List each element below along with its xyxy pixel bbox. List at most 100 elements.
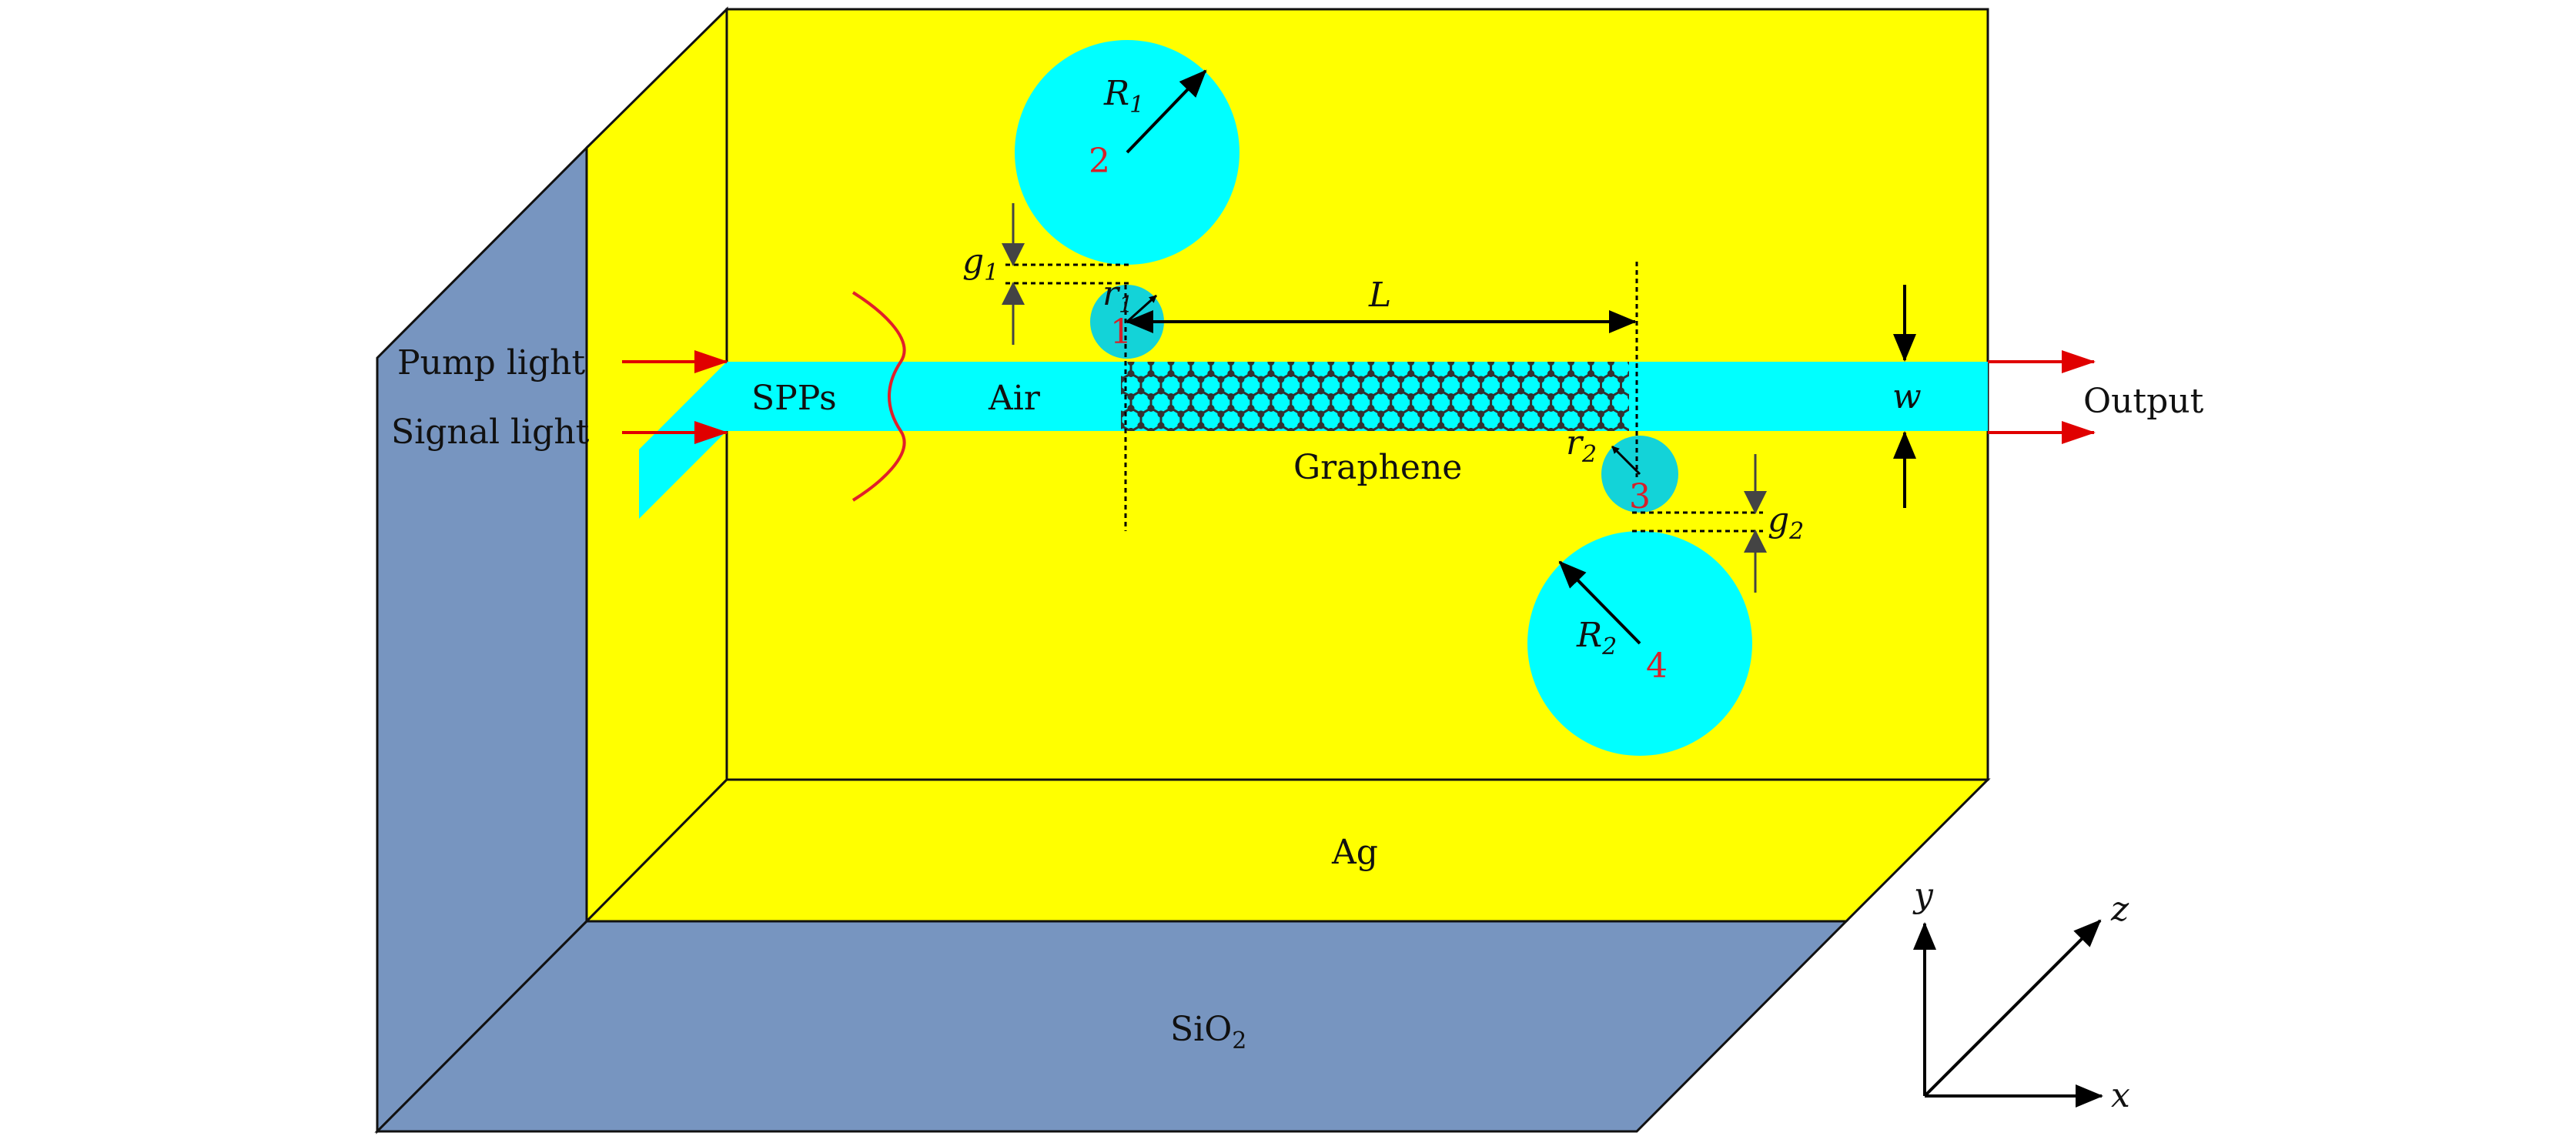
sio2-label-base: SiO [1170, 1010, 1232, 1049]
graphene-atom [1497, 410, 1505, 418]
graphene-atom [1567, 428, 1575, 431]
graphene-atom [1618, 376, 1624, 383]
graphene-atom [1247, 362, 1255, 366]
r1-label-subscript: 1 [1119, 292, 1133, 319]
graphene-atom [1387, 370, 1395, 377]
resonator-number-2: 2 [1089, 142, 1110, 181]
graphene-atom [1327, 362, 1335, 366]
graphene-atom [1197, 410, 1205, 418]
graphene-atom [1367, 405, 1375, 412]
graphene-atom [1467, 428, 1475, 431]
spp-wave-profile [851, 291, 906, 502]
graphene-atom [1337, 422, 1345, 429]
graphene-atom [1447, 393, 1455, 400]
resonator-number-3: 3 [1629, 477, 1651, 516]
graphene-atom [1307, 393, 1315, 400]
graphene-atom [1377, 376, 1385, 383]
graphene-atom [1187, 428, 1195, 431]
graphene-lattice [1121, 362, 1629, 431]
graphene-atom [1157, 376, 1165, 383]
graphene-atom [1618, 387, 1624, 395]
graphene-atom [1557, 376, 1565, 383]
graphene-atom [1577, 422, 1585, 429]
r2-arrow [1611, 445, 1641, 476]
graphene-atom [1307, 428, 1315, 431]
graphene-atom [1557, 422, 1565, 429]
graphene-atom [1447, 362, 1455, 366]
g2-label: g2 [1768, 500, 1804, 545]
graphene-atom [1187, 362, 1195, 366]
graphene-atom [1437, 422, 1445, 429]
graphene-atom [1607, 428, 1614, 431]
graphene-atom [1121, 376, 1125, 383]
graphene-atom [1357, 376, 1365, 383]
graphene-atom [1337, 376, 1345, 383]
graphene-atom [1367, 393, 1375, 400]
graphene-atom [1217, 422, 1225, 429]
graphene-atom [1297, 376, 1305, 383]
graphene-atom [1567, 370, 1575, 377]
graphene-atom [1227, 405, 1235, 412]
graphene-atom [1147, 362, 1155, 366]
graphene-atom [1121, 387, 1125, 395]
graphene-atom [1237, 387, 1245, 395]
graphene-atom [1127, 405, 1135, 412]
graphene-atom [1217, 410, 1225, 418]
graphene-atom [1247, 428, 1255, 431]
graphene-atom [1407, 428, 1415, 431]
graphene-atom [1557, 387, 1565, 395]
graphene-atom [1127, 362, 1135, 366]
graphene-atom [1167, 405, 1175, 412]
R1-label-subscript: 1 [1129, 92, 1144, 119]
graphene-atom [1537, 376, 1545, 383]
graphene-atom [1607, 370, 1614, 377]
graphene-atom [1317, 410, 1325, 418]
graphene-atom [1517, 410, 1525, 418]
graphene-atom [1487, 362, 1495, 366]
graphene-atom [1267, 370, 1275, 377]
graphene-atom [1177, 410, 1185, 418]
graphene-atom [1477, 410, 1485, 418]
graphene-atom [1297, 422, 1305, 429]
graphene-atom [1487, 370, 1495, 377]
graphene-atom [1267, 405, 1275, 412]
graphene-atom [1257, 387, 1265, 395]
graphene-atom [1357, 422, 1365, 429]
graphene-atom [1277, 410, 1285, 418]
graphene-atom [1628, 428, 1629, 431]
graphene-atom [1227, 362, 1235, 366]
graphene-atom [1487, 405, 1495, 412]
R1-arrow [1126, 69, 1207, 154]
graphene-atom [1507, 370, 1515, 377]
sio2-label-subscript: 2 [1232, 1027, 1246, 1054]
graphene-atom [1567, 362, 1575, 366]
graphene-atom [1497, 376, 1505, 383]
graphene-atom [1257, 410, 1265, 418]
graphene-atom [1427, 428, 1435, 431]
graphene-atom [1237, 410, 1245, 418]
graphene-atom [1527, 370, 1535, 377]
resonator-number-4: 4 [1646, 647, 1668, 686]
graphene-atom [1527, 362, 1535, 366]
g2-label-base: g [1768, 500, 1789, 540]
graphene-atom [1327, 393, 1335, 400]
signal-light-label: Signal light [391, 413, 590, 452]
graphene-atom [1187, 370, 1195, 377]
graphene-label: Graphene [1293, 448, 1462, 487]
graphene-atom [1447, 370, 1455, 377]
graphene-atom [1567, 393, 1575, 400]
silver-bottom-face [584, 778, 1991, 923]
graphene-atom [1457, 422, 1465, 429]
graphene-atom [1287, 393, 1295, 400]
pump-light-label: Pump light [397, 343, 585, 383]
y-axis-label: y [1912, 876, 1934, 915]
graphene-atom [1427, 362, 1435, 366]
graphene-atom [1127, 428, 1135, 431]
graphene-atom [1177, 387, 1185, 395]
r2-label-base: r [1566, 423, 1584, 463]
graphene-atom [1427, 370, 1435, 377]
graphene-atom [1277, 376, 1285, 383]
graphene-atom [1577, 387, 1585, 395]
graphene-atom [1137, 422, 1145, 429]
g1-label: g1 [962, 242, 999, 286]
